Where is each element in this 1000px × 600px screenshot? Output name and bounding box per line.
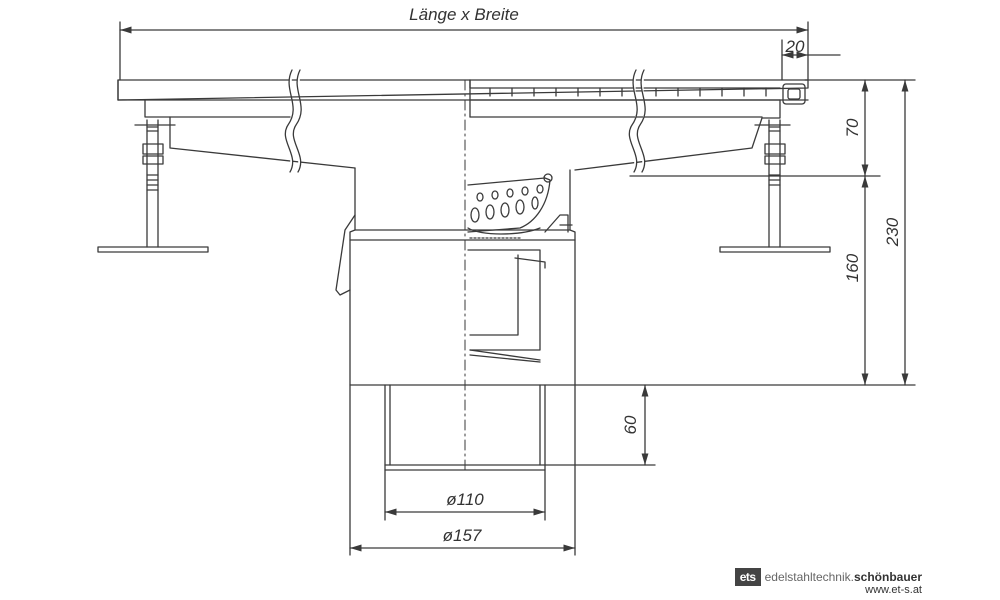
dim-grate-label: 70 bbox=[843, 118, 862, 137]
company-name-light: edelstahltechnik. bbox=[764, 570, 854, 584]
dim-edge-label: 20 bbox=[785, 37, 805, 56]
company-name-bold: schönbauer bbox=[853, 570, 922, 584]
left-foot bbox=[97, 119, 209, 253]
overall-dimension bbox=[119, 21, 841, 81]
bottom-dimensions bbox=[349, 384, 576, 556]
company-website[interactable]: www.et-s.at bbox=[865, 584, 922, 596]
grate-bars bbox=[469, 79, 781, 118]
dirt-basket bbox=[467, 173, 553, 239]
dim-diameter-157-label: ø157 bbox=[443, 526, 482, 545]
drain-body bbox=[335, 167, 576, 471]
company-brand: ets edelstahltechnik.schönbauer bbox=[734, 568, 922, 586]
right-foot bbox=[719, 119, 831, 253]
dim-total-label: 230 bbox=[883, 217, 902, 247]
break-lines bbox=[284, 69, 646, 173]
company-logo: ets bbox=[734, 568, 761, 586]
dim-diameter-110-label: ø110 bbox=[446, 490, 484, 509]
dim-outlet-label: 60 bbox=[621, 415, 640, 434]
channel-frame bbox=[117, 79, 809, 171]
dim-body-label: 160 bbox=[843, 253, 862, 282]
right-dimensions bbox=[544, 79, 916, 466]
dim-overall-label: Länge x Breite bbox=[409, 5, 519, 24]
